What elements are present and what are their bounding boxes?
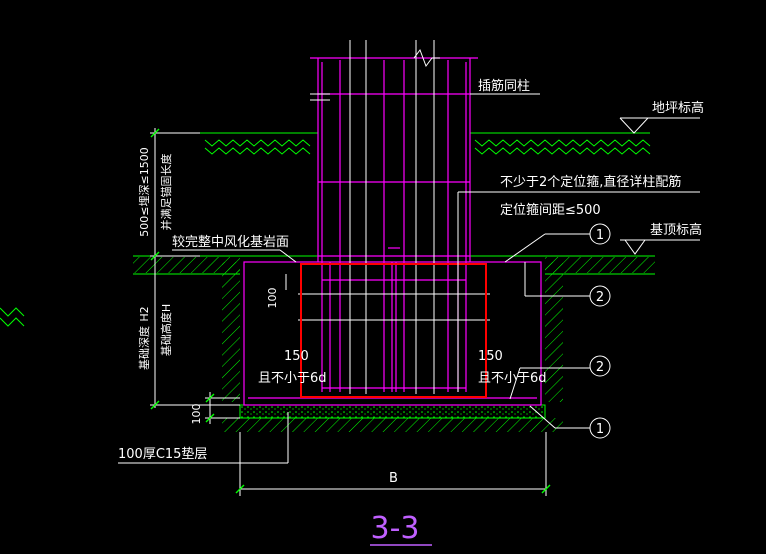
label-dim-100-side: 100 <box>266 288 279 309</box>
label-cushion: 100厚C15垫层 <box>118 446 207 462</box>
leader-lines <box>118 93 700 496</box>
callout-circle-2b <box>589 355 611 377</box>
drawing-title: 3-3 <box>371 511 420 546</box>
rebar-lines <box>298 40 490 394</box>
soil-hatch-topband-left <box>133 257 240 273</box>
label-vertical-range: 500≤埋深≤1500 <box>138 147 151 236</box>
label-right-150: 150 <box>478 349 503 364</box>
label-left-6d: 且不小于6d <box>258 371 327 386</box>
column-outline <box>310 57 478 392</box>
label-vertical-h2: H2 <box>138 306 151 321</box>
callout-2b: 2 <box>596 360 604 375</box>
ground-hatch-top <box>200 132 651 155</box>
label-vertical-h2-main: 基础深度 <box>137 326 151 370</box>
label-right-6d: 且不小于6d <box>478 371 547 386</box>
callout-2a: 2 <box>596 290 604 305</box>
label-stirrup-note-1: 不少于2个定位箍,直径详柱配筋 <box>500 174 681 190</box>
label-rock-surface: 较完整中风化基岩面 <box>172 235 289 250</box>
dim-ticks <box>150 128 551 494</box>
stirrup-box <box>300 263 487 398</box>
callout-circle-2a <box>589 285 611 307</box>
callout-circle-1a <box>589 223 611 245</box>
label-stirrup-note-2: 定位箍间距≤500 <box>500 202 601 218</box>
label-ground-elevation: 地坪标高 <box>652 100 704 116</box>
callout-1a: 1 <box>596 228 604 243</box>
label-column-dowel: 插筋同柱 <box>478 78 530 94</box>
label-foundation-top: 基顶标高 <box>650 222 702 238</box>
label-left-150: 150 <box>284 349 309 364</box>
cushion-layer <box>239 404 546 419</box>
callouts <box>589 223 611 439</box>
soil-hatch-bottom <box>222 418 563 432</box>
soil-hatch-left <box>222 262 240 402</box>
label-width-b: B <box>389 471 398 486</box>
left-edge-hatch <box>0 307 25 327</box>
label-vertical-h1: 基础高度H <box>159 304 173 356</box>
soil-hatch-topband-right <box>545 257 655 273</box>
callout-circle-1b <box>589 417 611 439</box>
label-vertical-range-sub: 并满足锚固长度 <box>159 154 173 231</box>
soil-hatch-right <box>545 262 563 402</box>
label-dim-100-bottom: 100 <box>190 404 203 425</box>
callout-1b: 1 <box>596 422 604 437</box>
